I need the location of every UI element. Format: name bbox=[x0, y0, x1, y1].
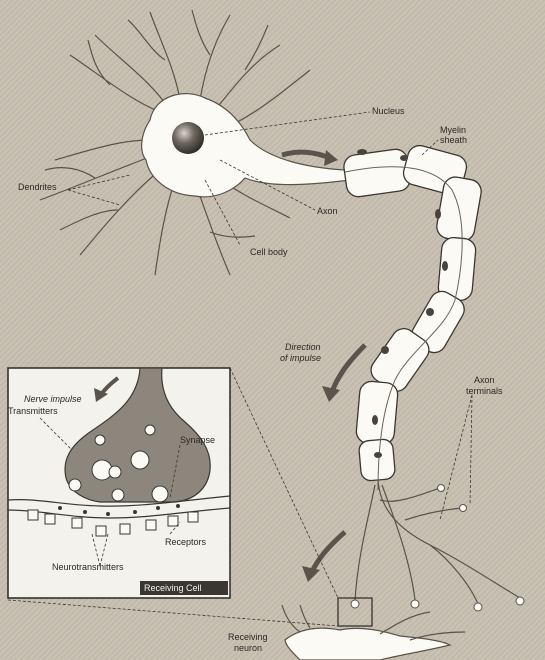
label-myelin-2: sheath bbox=[440, 135, 467, 145]
inset-label-neurotransmitters: Neurotransmitters bbox=[52, 562, 124, 572]
label-direction-2: of impulse bbox=[280, 353, 321, 363]
label-nucleus: Nucleus bbox=[372, 106, 405, 116]
label-axon: Axon bbox=[317, 206, 338, 216]
inset-label-nerve-impulse: Nerve impulse bbox=[24, 394, 82, 404]
axon-terminals bbox=[351, 480, 524, 611]
myelin-sheath bbox=[342, 143, 483, 481]
inset-caption-receiving-cell: Receiving Cell bbox=[144, 583, 202, 593]
inset-label-transmitters: Transmitters bbox=[8, 406, 58, 416]
label-myelin-1: Myelin bbox=[440, 125, 466, 135]
label-axon-terminals-2: terminals bbox=[466, 386, 503, 396]
label-direction-1: Direction bbox=[285, 342, 321, 352]
synapse-inset: Nerve impulse Transmitters Synapse Recep… bbox=[8, 368, 230, 598]
label-receiving-2: neuron bbox=[234, 643, 262, 653]
inset-label-synapse: Synapse bbox=[180, 435, 215, 445]
cell-body-shape bbox=[142, 94, 350, 197]
label-dendrites: Dendrites bbox=[18, 182, 57, 192]
inset-label-receptors: Receptors bbox=[165, 537, 207, 547]
nucleus-shape bbox=[172, 122, 204, 154]
label-receiving-1: Receiving bbox=[228, 632, 268, 642]
receiving-neuron-shape bbox=[285, 628, 450, 660]
label-cell-body: Cell body bbox=[250, 247, 288, 257]
label-axon-terminals-1: Axon bbox=[474, 375, 495, 385]
